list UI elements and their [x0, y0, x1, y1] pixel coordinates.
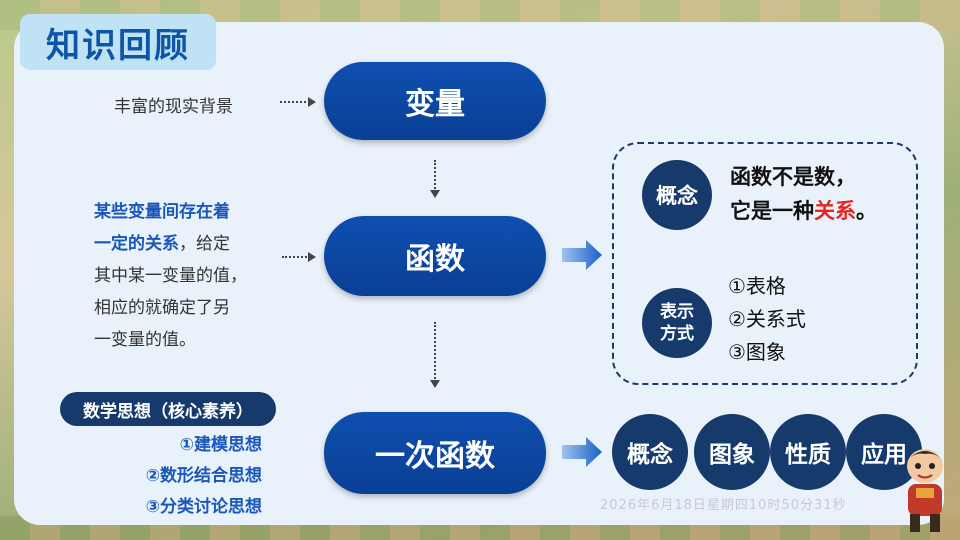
- math-thought-title: 数学思想（核心素养）: [60, 392, 276, 426]
- aspect-concept-bubble[interactable]: 概念: [612, 414, 688, 490]
- definition-text: ，给定: [179, 234, 230, 254]
- concept-line: 。: [856, 199, 877, 223]
- definition-highlight: 一定的关系: [94, 234, 179, 254]
- concept-description: 函数不是数， 它是一种关系。: [730, 160, 877, 228]
- aspect-property-bubble[interactable]: 性质: [770, 414, 846, 490]
- aspect-application-bubble[interactable]: 应用: [846, 414, 922, 490]
- math-thought-list: ①建模思想 ②数形结合思想 ③分类讨论思想: [146, 430, 262, 523]
- list-item: ②数形结合思想: [145, 466, 262, 486]
- variable-node[interactable]: 变量: [324, 62, 546, 140]
- linear-function-node[interactable]: 一次函数: [324, 412, 546, 494]
- representation-badge-line: 表示: [660, 302, 694, 322]
- dotted-arrow-down-icon: [430, 160, 440, 198]
- definition-text: 一变量的值。: [94, 330, 196, 350]
- list-item: ①建模思想: [179, 435, 262, 455]
- aspect-graph-bubble[interactable]: 图象: [694, 414, 770, 490]
- concept-line: 函数不是数，: [730, 165, 856, 189]
- function-definition-text: 某些变量间存在着 一定的关系，给定 其中某一变量的值， 相应的就确定了另 一变量…: [94, 196, 284, 356]
- concept-highlight: 关系: [814, 199, 856, 223]
- list-item: ③分类讨论思想: [145, 497, 262, 517]
- list-item: ③图象: [728, 340, 786, 364]
- concept-line: 它是一种: [730, 199, 814, 223]
- definition-text: 其中某一变量的值，: [94, 266, 247, 286]
- mascot-character-icon: [906, 449, 944, 532]
- definition-text: 相应的就确定了另: [94, 298, 230, 318]
- real-background-label: 丰富的现实背景: [114, 97, 233, 117]
- representation-badge: 表示方式: [642, 288, 712, 358]
- block-arrow-right-icon: [562, 437, 602, 467]
- dotted-arrow-down-icon: [430, 322, 440, 388]
- list-item: ②关系式: [728, 307, 806, 331]
- dotted-arrow-right-icon: [280, 97, 316, 107]
- page-title: 知识回顾: [20, 14, 216, 70]
- block-arrow-right-icon: [562, 240, 602, 270]
- function-detail-box: [612, 142, 918, 385]
- representation-badge-line: 方式: [660, 324, 694, 344]
- representation-list: ①表格 ②关系式 ③图象: [728, 270, 806, 369]
- timestamp-watermark: 2026年6月18日星期四10时50分31秒: [600, 498, 847, 513]
- list-item: ①表格: [728, 274, 786, 298]
- concept-badge: 概念: [642, 160, 712, 230]
- dotted-arrow-right-icon: [282, 252, 316, 262]
- function-node[interactable]: 函数: [324, 216, 546, 296]
- definition-highlight: 某些变量间存在着: [94, 202, 230, 222]
